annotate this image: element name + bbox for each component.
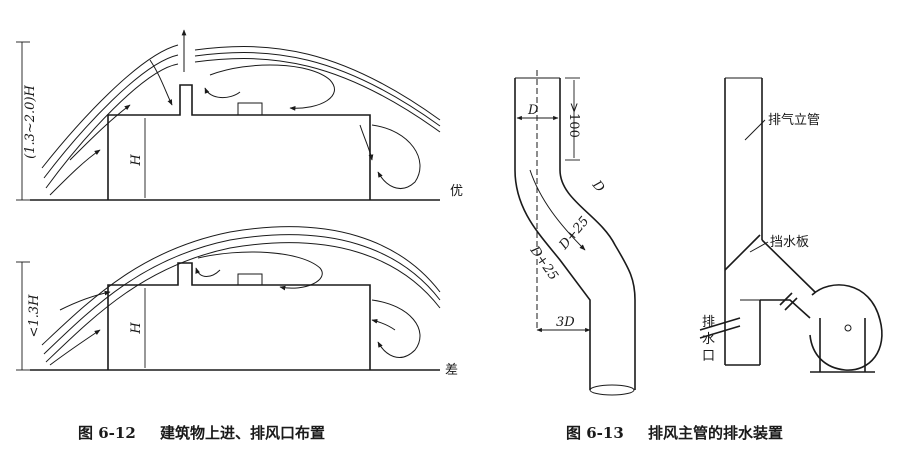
rating-label-good: 优 — [450, 184, 463, 199]
flow-arrow — [529, 169, 586, 251]
duct-offset-left-wall — [514, 169, 591, 390]
streamline-7 — [41, 226, 441, 346]
duct-outlet-end — [589, 384, 635, 396]
fan-housing — [809, 284, 883, 371]
fig13-drain-fan-drawing: 排气立管 挡水板 排 水 口 — [699, 77, 883, 373]
enlarged-diameter-label: D+25 — [556, 214, 592, 253]
roof-vortex-inner-bottom — [195, 267, 221, 277]
flow-arrow — [371, 318, 396, 331]
drain-label-3: 口 — [702, 349, 715, 364]
building-bottom — [107, 262, 371, 370]
fig12-caption-number: 图 6-12 — [78, 424, 136, 442]
baffle-label: 挡水板 — [770, 235, 809, 250]
roof-vortex-bottom — [197, 251, 323, 291]
exhaust-riser-label: 排气立管 — [768, 112, 820, 128]
baffle-plate — [724, 234, 761, 271]
streamline-6 — [194, 58, 441, 133]
rating-label-poor: 差 — [445, 363, 458, 378]
diameter-label-bend: D — [588, 177, 607, 196]
building-top — [107, 84, 371, 200]
roof-exhaust-vent-top — [237, 102, 263, 115]
fan-axle — [844, 324, 852, 332]
wake-vortex-bottom — [371, 299, 421, 358]
roof-vortex-top — [209, 64, 335, 111]
duct-offset-right-wall — [559, 169, 636, 390]
flow-arrow — [59, 290, 111, 311]
fig13-caption-number: 图 6-13 — [566, 424, 624, 442]
fig12-top-panel: (1.3~2.0)H H 优 — [16, 29, 463, 201]
roof-vortex-inner — [204, 87, 241, 98]
drain-pipe — [699, 317, 741, 331]
flow-arrow — [49, 149, 101, 196]
diameter-label-top: D — [527, 103, 539, 118]
wake-vortex-top — [371, 124, 421, 189]
fig12-bottom-panel: <1.3H H 差 — [16, 226, 458, 378]
drain-label-2: 水 — [702, 332, 715, 347]
length-label: >100 — [566, 102, 581, 138]
flow-arrow — [49, 329, 101, 366]
fig12-caption-title: 建筑物上进、排风口布置 — [160, 424, 325, 442]
flow-arrow — [359, 124, 374, 161]
streamline-4 — [194, 46, 441, 121]
building-height-label-bottom: H — [129, 322, 144, 335]
enlarged-diameter-label-lower: D+25 — [526, 243, 561, 283]
streamline-9 — [45, 242, 441, 363]
flow-arrow — [149, 59, 173, 106]
building-height-label-top: H — [129, 154, 144, 167]
streamline-5 — [194, 52, 441, 127]
roof-exhaust-vent-bottom — [237, 273, 263, 285]
fig13-caption-title: 排风主管的排水装置 — [648, 424, 783, 442]
streamline-8 — [43, 234, 441, 355]
fig13-duct-offset-drawing: D >100 D D+25 D+25 3D — [514, 70, 636, 396]
offset-label: 3D — [556, 315, 575, 330]
streamline-2 — [43, 54, 179, 179]
flow-arrow — [69, 104, 131, 161]
streamline-3 — [45, 63, 179, 189]
height-range-label-bottom: <1.3H — [27, 294, 42, 338]
drain-label-1: 排 — [702, 315, 715, 330]
streamline-1 — [41, 44, 179, 169]
height-range-label-top: (1.3~2.0)H — [23, 84, 38, 158]
